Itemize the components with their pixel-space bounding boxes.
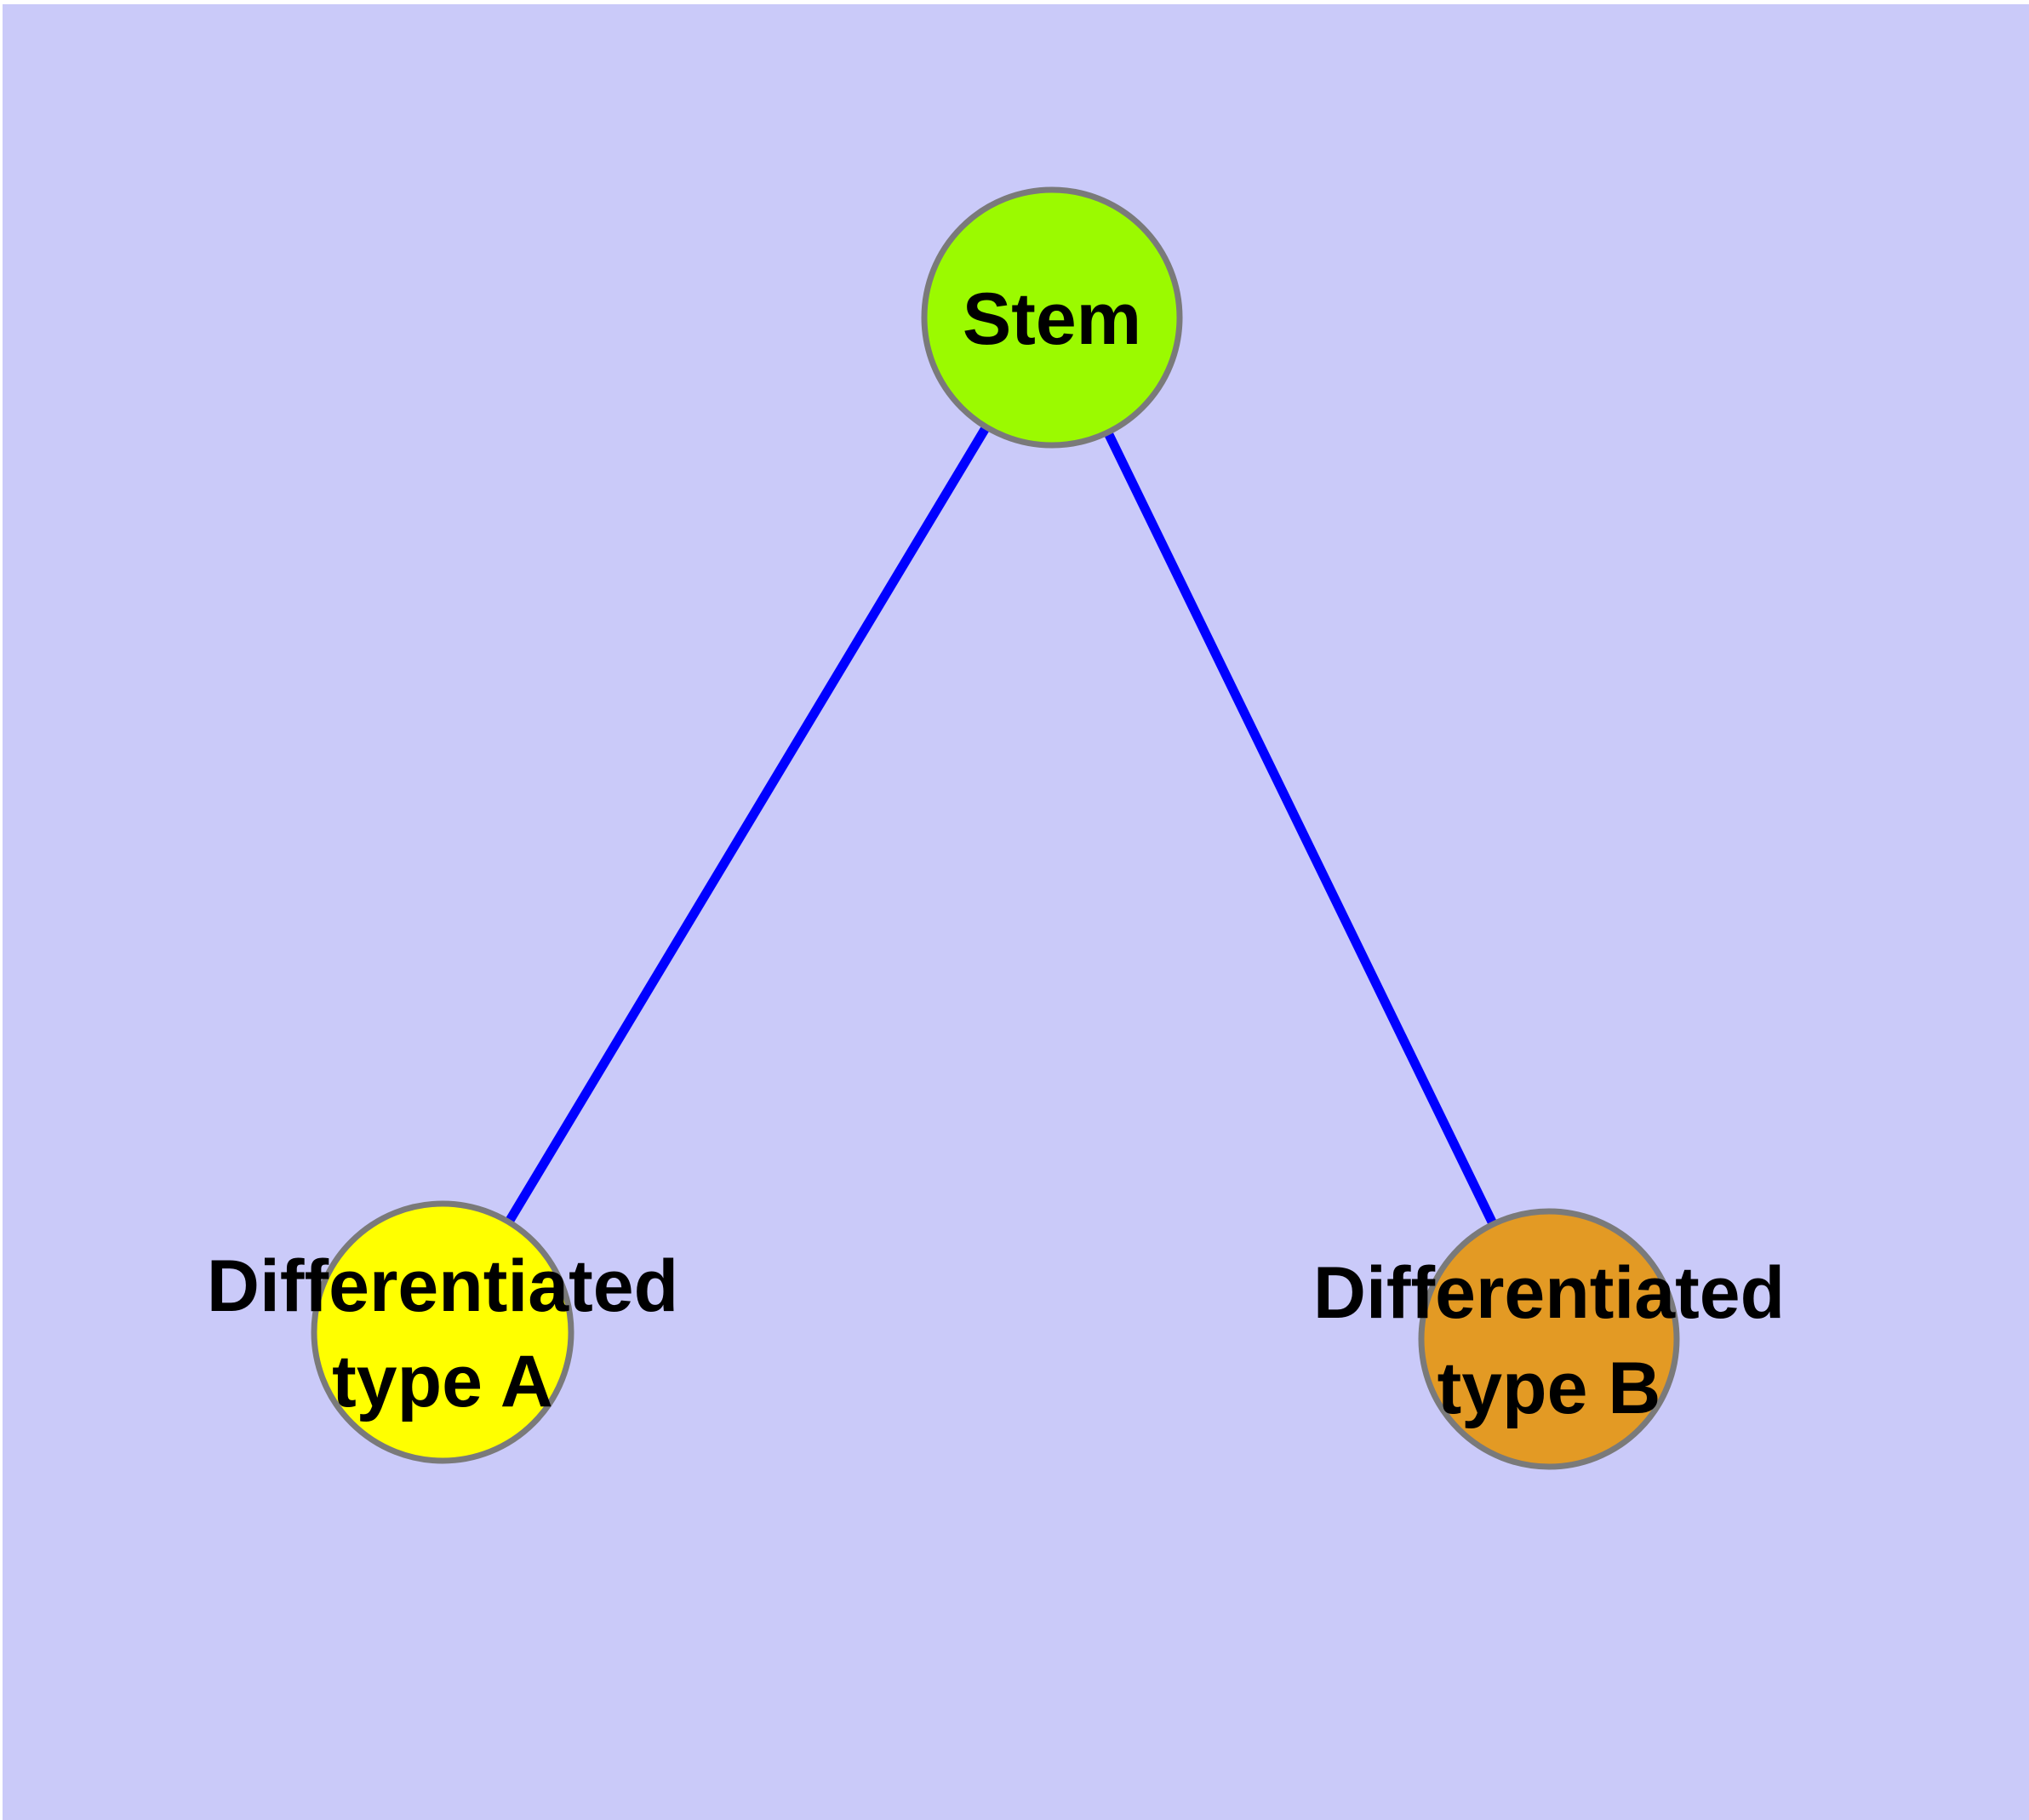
- node-stem-label: Stem: [963, 278, 1141, 360]
- edge-stem-to-type-b: [1048, 315, 1553, 1342]
- node-differentiated-type-a-label-line-2: type A: [332, 1341, 553, 1422]
- edge-stem-to-type-a: [438, 315, 1056, 1335]
- node-differentiated-type-a: [311, 1200, 574, 1464]
- node-stem: [921, 186, 1183, 449]
- node-differentiated-type-a-label-line-1: Differentiated: [207, 1245, 678, 1327]
- node-differentiated-type-b-label-line-2: type B: [1437, 1348, 1661, 1429]
- node-differentiated-type-b-label-line-1: Differentiated: [1313, 1252, 1785, 1334]
- node-differentiated-type-b: [1418, 1208, 1680, 1470]
